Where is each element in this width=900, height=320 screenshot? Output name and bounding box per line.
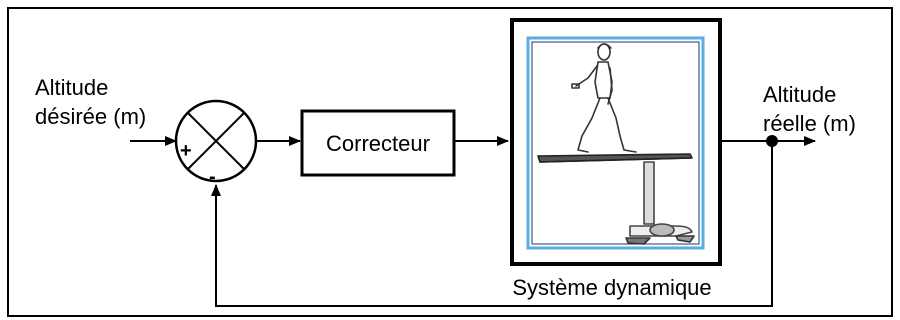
controller-block xyxy=(300,109,456,177)
plant-inner-frame xyxy=(526,36,705,250)
outer-frame xyxy=(7,7,893,317)
feedback-path xyxy=(211,141,773,307)
output-label-line1: Altitude xyxy=(763,82,836,107)
output-label-line2: réelle (m) xyxy=(763,111,856,136)
controller-label: Correcteur xyxy=(326,131,430,156)
minus-sign: - xyxy=(209,166,216,188)
plus-sign: + xyxy=(180,140,192,162)
input-label-line2: désirée (m) xyxy=(35,104,146,129)
summing-junction: + - xyxy=(174,99,258,188)
input-label-line1: Altitude xyxy=(35,75,108,100)
plant-label: Système dynamique xyxy=(512,275,711,300)
hydrofoil-rider-illustration xyxy=(537,43,695,245)
